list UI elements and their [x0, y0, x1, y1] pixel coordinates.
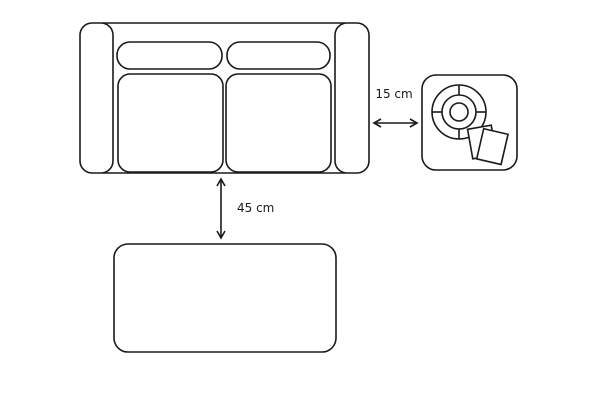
dimension-label-15cm: 15 cm	[375, 87, 412, 101]
dimension-sofa-side-table: 15 cm	[372, 87, 419, 128]
side-table	[421, 74, 518, 171]
sofa-left-armrest	[79, 22, 114, 174]
dimension-label-45cm: 45 cm	[237, 201, 274, 215]
sofa-back-cushion-left	[116, 41, 223, 70]
sofa-seat-cushion-left	[117, 73, 224, 173]
papers-icon	[466, 124, 510, 166]
dimension-sofa-coffee-table: 45 cm	[216, 177, 274, 240]
sofa	[79, 22, 370, 174]
coffee-table	[113, 243, 337, 353]
table-lamp-icon	[431, 84, 487, 140]
sofa-right-armrest	[334, 22, 370, 174]
sofa-seat-cushion-right	[225, 73, 332, 173]
sofa-back-cushion-right	[226, 41, 331, 70]
